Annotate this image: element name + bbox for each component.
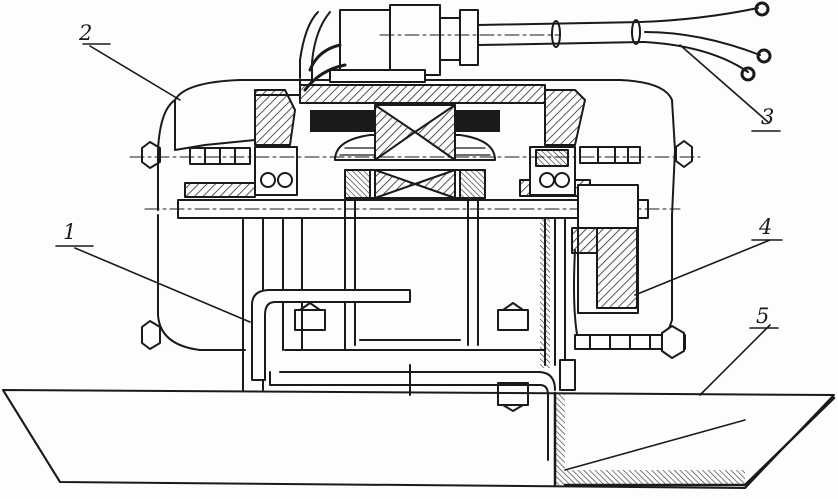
callout-2: 2 bbox=[79, 21, 93, 45]
callout-3: 3 bbox=[761, 105, 775, 129]
callout-4: 4 bbox=[759, 215, 773, 239]
bearings bbox=[254, 146, 576, 196]
support-frame bbox=[242, 199, 566, 391]
lower-bolt bbox=[559, 325, 686, 391]
base-tray bbox=[2, 389, 836, 489]
eccentric-weight bbox=[571, 184, 639, 341]
mounting-bracket bbox=[251, 289, 556, 461]
terminal-box bbox=[299, 4, 561, 92]
studs bbox=[141, 140, 693, 350]
callout-1: 1 bbox=[63, 220, 77, 244]
leader-lines bbox=[55, 43, 783, 396]
callout-5: 5 bbox=[756, 304, 770, 328]
power-cable bbox=[477, 1, 772, 82]
stator-rotor bbox=[310, 104, 500, 199]
